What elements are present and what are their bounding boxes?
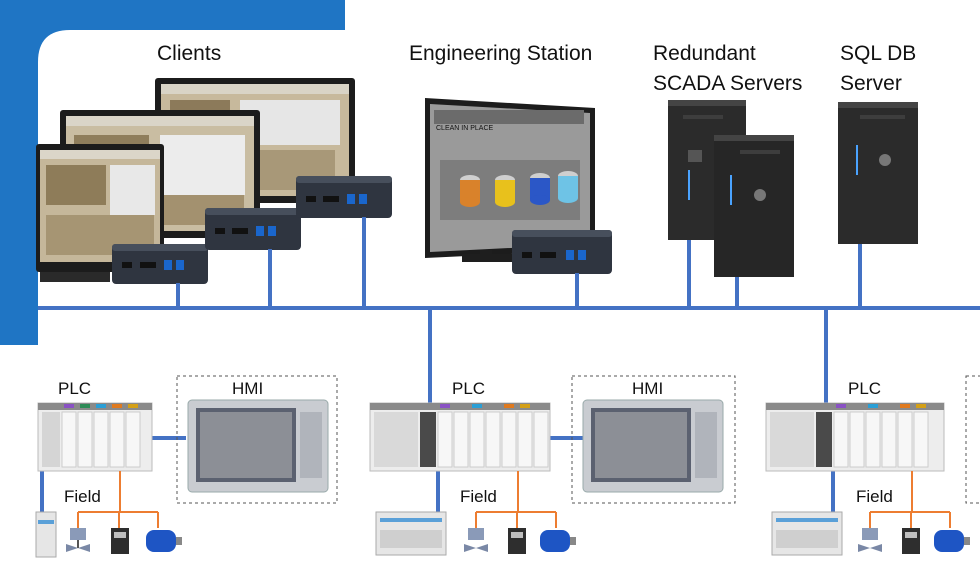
clean-in-place-text: CLEAN IN PLACE: [436, 125, 494, 132]
field-wiring: [77, 471, 951, 528]
remote-io-2: [375, 511, 447, 556]
remote-io-1: [35, 511, 57, 558]
motor-icon: [934, 530, 970, 552]
clients-label: Clients: [157, 42, 222, 65]
client-monitor-front: [36, 144, 164, 282]
hmi-box-2: [571, 375, 736, 504]
network-backbone: [38, 217, 980, 512]
background-panel: [0, 0, 345, 345]
motor-icon: [146, 530, 182, 552]
field-label-3: Field: [856, 487, 893, 506]
transmitter-icon: [111, 528, 129, 554]
hmi-label-1: HMI: [232, 379, 264, 398]
field-label-1: Field: [64, 487, 101, 506]
scada-servers-label-line2: SCADA Servers: [653, 72, 803, 95]
scada-server-2: [714, 135, 794, 277]
engineering-mini-pc: [512, 230, 612, 274]
remote-io-3: [771, 511, 843, 556]
motor-icon: [540, 530, 576, 552]
plc-label-2: PLC: [452, 379, 486, 398]
transmitter-icon: [508, 528, 526, 554]
plc-rack-2: [369, 402, 551, 472]
plc-rack-1: [37, 402, 153, 472]
client-mini-pc-2: [205, 208, 301, 250]
plc-label-3: PLC: [848, 379, 882, 398]
control-valve-icon: [858, 528, 882, 552]
client-mini-pc-3: [296, 176, 392, 218]
plc-rack-3: [765, 402, 945, 472]
transmitter-icon: [902, 528, 920, 554]
sql-server-label-line2: Server: [840, 72, 902, 95]
sql-db-server: [838, 102, 918, 244]
sql-server-label-line1: SQL DB: [840, 42, 917, 65]
client-mini-pc-1: [112, 244, 208, 284]
hmi-panel-1: [187, 399, 329, 493]
engineering-station-label: Engineering Station: [409, 42, 593, 65]
hmi-box-1: [176, 375, 338, 504]
engineering-station-monitor: CLEAN IN PLACE: [425, 98, 595, 262]
scada-servers-label-line1: Redundant: [653, 42, 756, 65]
control-valve-icon: [66, 528, 90, 552]
hmi-label-2: HMI: [632, 379, 664, 398]
hmi-box-3-partial: [965, 375, 980, 504]
field-label-2: Field: [460, 487, 497, 506]
hmi-panel-2: [582, 399, 724, 493]
control-valve-icon: [464, 528, 488, 552]
plc-label-1: PLC: [58, 379, 92, 398]
